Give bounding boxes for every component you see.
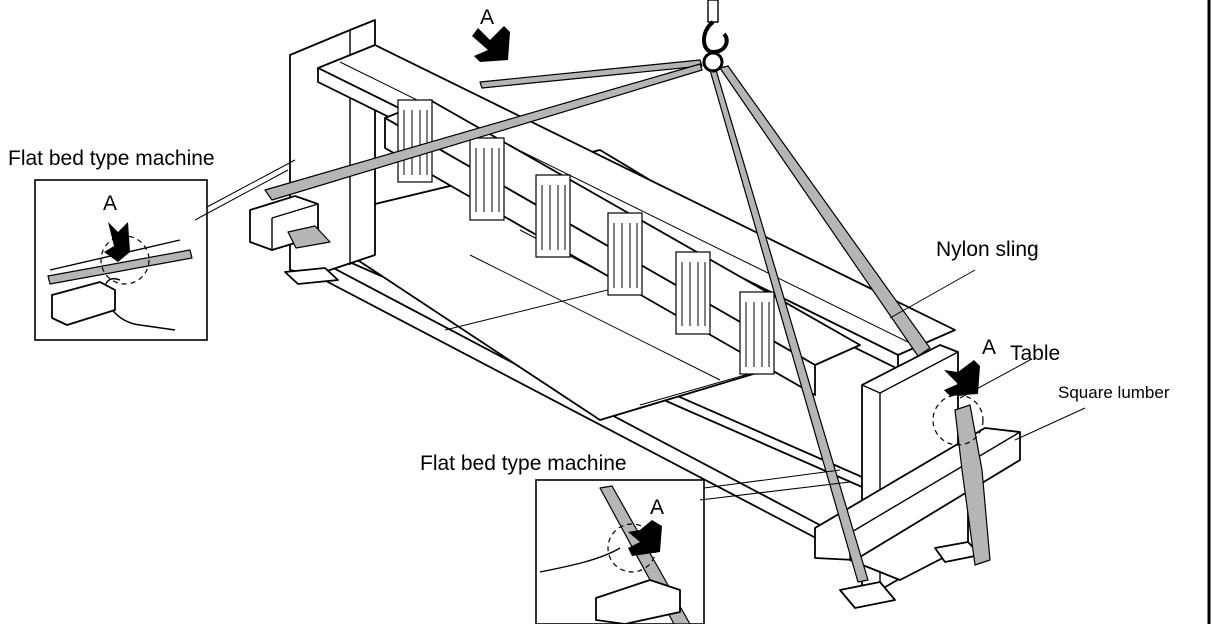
nylon-slings [264, 59, 991, 583]
inset-bottom-leader-1 [703, 469, 841, 489]
inset-bottom-lumber [595, 579, 681, 624]
inset-left [34, 159, 296, 341]
black-arrow-icon [104, 222, 130, 262]
square-lumber-leader [1014, 407, 1086, 441]
right-foot-front [839, 581, 896, 609]
hook-ring [702, 51, 724, 73]
sling-front-left [264, 63, 703, 201]
sewing-head-1 [397, 99, 433, 183]
inset-left-leader-1 [206, 159, 296, 208]
label-nylon-sling: Nylon sling [936, 238, 1039, 261]
right-lumber-edge [849, 431, 1021, 534]
sling-right-wrap [954, 404, 991, 566]
label-table: Table [1010, 342, 1060, 365]
table-leader [959, 359, 1031, 399]
label-flat-bed-left: Flat bed type machine [8, 147, 215, 170]
inset-bottom [535, 469, 851, 624]
right-leg-edge-3 [879, 351, 959, 394]
label-a-right: A [982, 336, 996, 359]
crane-hook-icon [702, 0, 729, 73]
label-a-inset-left: A [103, 192, 117, 215]
sewing-head-5 [675, 251, 711, 335]
hook-curve [702, 20, 729, 55]
label-a-top: A [480, 6, 494, 29]
black-arrow-icon [472, 26, 980, 396]
right-leg-edge-2 [861, 384, 881, 394]
table-divider-1 [469, 254, 721, 381]
arrow-top [472, 26, 510, 62]
left-foot [284, 267, 339, 285]
inset-left-lumber [51, 281, 116, 326]
sewing-head-4 [607, 212, 643, 296]
sling-rear-right [719, 65, 931, 357]
sling-rear-left [479, 59, 703, 89]
sling-left-wrap [287, 225, 331, 249]
black-arrow-icon [628, 520, 662, 556]
dashed-circle-bottom [607, 523, 657, 573]
dashed-circle-left [100, 235, 150, 285]
label-flat-bed-bottom: Flat bed type machine [420, 452, 627, 475]
inset-left-sling [47, 249, 193, 285]
dashed-circle-right [932, 394, 984, 446]
inset-bottom-leader-2 [699, 481, 851, 501]
inset-left-leader-2 [194, 169, 289, 221]
label-a-inset-bottom: A [650, 496, 664, 519]
sewing-head-3 [535, 174, 571, 258]
nylon-sling-leader [889, 269, 976, 319]
sewing-head-6 [739, 291, 775, 375]
arrow-right [944, 360, 980, 396]
sewing-head-2 [469, 137, 505, 221]
label-square-lumber: Square lumber [1058, 383, 1170, 402]
inset-bottom-table-edge [539, 547, 621, 573]
sewing-heads [397, 99, 775, 375]
hook-shank [707, 0, 719, 23]
left-lumber-edge-1 [271, 203, 319, 219]
